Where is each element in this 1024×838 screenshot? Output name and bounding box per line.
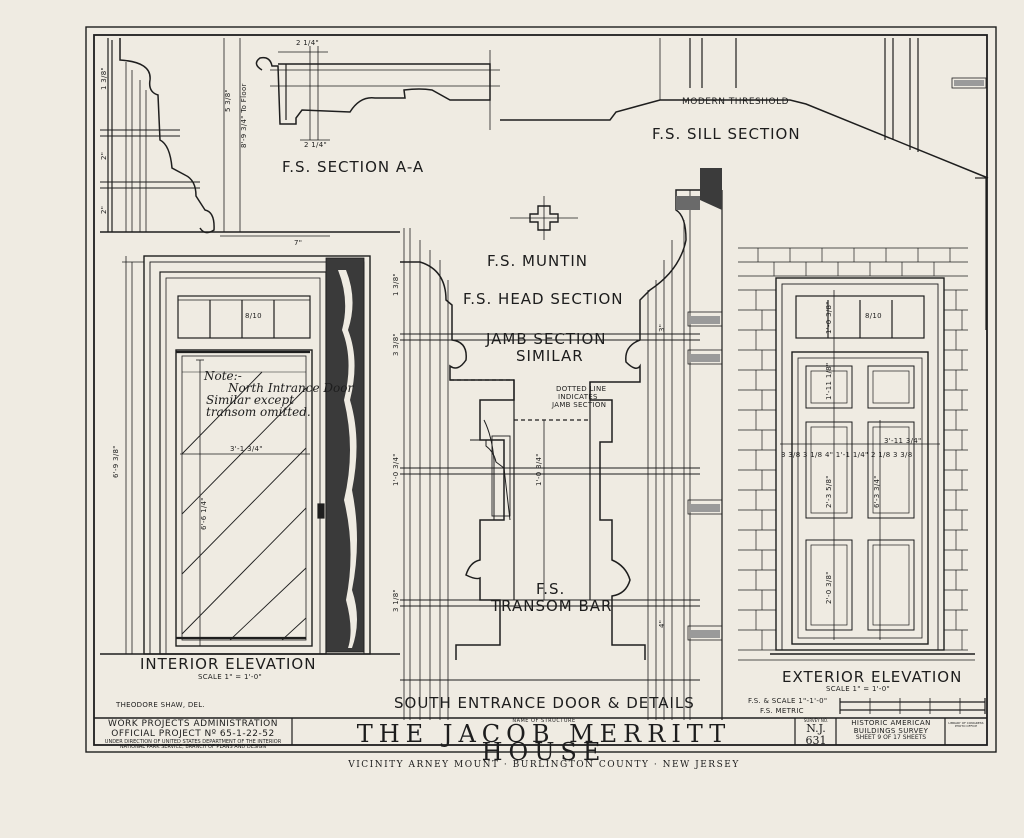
section-aa-label: F.S. SECTION A-A: [282, 158, 425, 176]
interior-elevation-title: INTERIOR ELEVATION: [140, 655, 317, 673]
dim-label: 4": [658, 619, 666, 628]
note-label-1: Note:-: [204, 369, 242, 383]
wpa-line-1: WORK PROJECTS ADMINISTRATION: [108, 719, 278, 729]
exterior-elevation-title: EXTERIOR ELEVATION: [782, 668, 963, 686]
fs-scale-label-1: F.S. & SCALE 1"-1'-0": [748, 697, 828, 705]
delineator-credit: THEODORE SHAW, DEL.: [116, 701, 206, 709]
dim-label: 3 3/8 3 1/8 4" 1'-1 1/4" 2 1/8 3 3/8: [781, 451, 913, 459]
loc-line-2: PHOTO OFFICE: [954, 724, 978, 729]
survey-number: 631: [805, 734, 827, 748]
dim-label: 6'-9 3/8": [112, 445, 120, 478]
dim-label: 2 1/4": [304, 141, 327, 149]
dim-label: 1'-0 3/4": [535, 453, 543, 486]
jamb-section-label-2: SIMILAR: [516, 347, 584, 365]
dim-label: 1'-0 3/8": [825, 301, 833, 334]
survey-state: N.J.: [806, 722, 826, 736]
dim-label: 3 3/8": [392, 333, 400, 356]
jamb-section-label-1: JAMB SECTION: [486, 330, 607, 348]
wpa-line-2: OFFICIAL PROJECT Nº 65-1-22-52: [111, 728, 275, 739]
habs-block: HISTORIC AMERICAN BUILDINGS SURVEY SHEET…: [838, 719, 944, 742]
dim-label: 5 3/8": [224, 89, 232, 112]
sheet-number: SHEET 9 OF 17 SHEETS: [855, 734, 927, 742]
note-label-4: transom omitted.: [206, 405, 311, 419]
survey-number-block: SURVEY NO. N.J. 631: [797, 718, 835, 748]
habs-line-1: HISTORIC AMERICAN: [851, 719, 931, 727]
dim-label: 2 1/4": [296, 39, 319, 47]
dim-label: 3": [658, 323, 666, 332]
modern-threshold-label: MODERN THRESHOLD: [682, 97, 790, 107]
dotted-line-label-2: INDICATES: [558, 393, 598, 401]
dim-label: 1'-0 3/4": [392, 453, 400, 486]
structure-location: VICINITY ARNEY MOUNT · BURLINGTON COUNTY…: [348, 759, 740, 770]
transom-label-1: F.S.: [536, 580, 566, 598]
exterior-transom-pane-count: 8/10: [865, 312, 882, 320]
wpa-line-4: NATIONAL PARK SERVICE, BRANCH OF PLANS A…: [119, 744, 267, 751]
interior-elevation-scale: SCALE 1" = 1'-0": [198, 673, 263, 681]
name-of-structure-label: NAME OF STRUCTURE: [512, 718, 576, 724]
head-section-label: F.S. HEAD SECTION: [463, 290, 624, 308]
structure-name: THE JACOB MERRITT HOUSE: [356, 719, 732, 766]
dim-label: 2": [100, 151, 108, 160]
dim-label: 3 1/8": [392, 589, 400, 612]
habs-line-2: BUILDINGS SURVEY: [853, 726, 929, 735]
wpa-block: WORK PROJECTS ADMINISTRATION OFFICIAL PR…: [96, 719, 290, 751]
exterior-elevation-scale: SCALE 1" = 1'-0": [826, 685, 891, 693]
dim-label: 6'-3 3/4": [873, 475, 881, 508]
drawing-main-title: SOUTH ENTRANCE DOOR & DETAILS: [394, 694, 695, 712]
loc-line-1: LIBRARY OF CONGRESS: [948, 721, 984, 725]
transom-label-2: TRANSOM BAR: [491, 597, 613, 615]
dim-label: 1 3/8": [100, 67, 108, 90]
dim-label: 8'-9 3/4" To Floor: [240, 83, 248, 148]
interior-transom-pane-count: 8/10: [245, 312, 262, 320]
dim-label: 6'-6 1/4": [200, 497, 208, 530]
note-label-2: North Intrance Door: [228, 381, 354, 395]
dim-label: 1 3/8": [392, 273, 400, 296]
dotted-line-label-1: DOTTED LINE: [556, 385, 607, 393]
structure-block: NAME OF STRUCTURE THE JACOB MERRITT HOUS…: [294, 718, 794, 770]
dim-label: 3'-11 3/4": [884, 437, 922, 445]
loc-stamp: LIBRARY OF CONGRESS PHOTO OFFICE: [947, 721, 985, 729]
dim-label: 2": [100, 205, 108, 214]
dim-label: 1'-11 1/8": [825, 362, 833, 400]
sill-section-label: F.S. SILL SECTION: [652, 125, 801, 143]
dim-label: 2'-3 5/8": [825, 475, 833, 508]
survey-no-label: SURVEY NO.: [803, 718, 829, 723]
dotted-line-label-3: JAMB SECTION: [552, 401, 607, 409]
note-label-3: Similar except: [206, 393, 295, 407]
wpa-line-3: UNDER DIRECTION OF UNITED STATES DEPARTM…: [104, 738, 282, 745]
dim-label: 7": [294, 239, 303, 247]
muntin-label: F.S. MUNTIN: [487, 252, 588, 270]
dim-label: 3'-1 3/4": [230, 445, 263, 453]
fs-scale-label-2: F.S. METRIC: [760, 707, 804, 715]
dim-label: 2'-0 3/8": [825, 571, 833, 604]
brick-pattern: [738, 247, 968, 651]
